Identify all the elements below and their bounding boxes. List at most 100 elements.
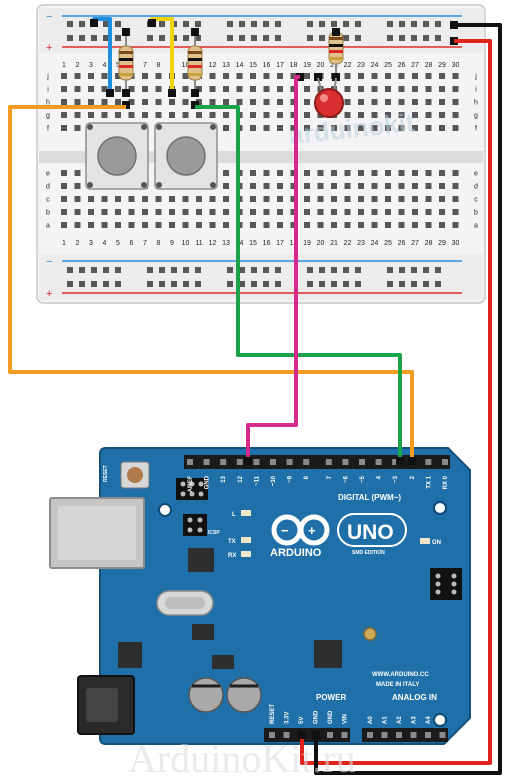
breadboard-hole bbox=[290, 196, 297, 202]
rail-hole bbox=[251, 281, 257, 287]
breadboard-hole bbox=[236, 73, 243, 79]
breadboard-hole bbox=[88, 112, 94, 118]
breadboard-hole bbox=[61, 183, 67, 189]
breadboard-hole bbox=[74, 112, 81, 118]
breadboard-hole bbox=[358, 170, 364, 176]
rail-hole bbox=[195, 267, 201, 273]
column-label-bottom: 5 bbox=[116, 240, 120, 247]
breadboard-hole bbox=[277, 86, 283, 92]
breadboard-hole bbox=[317, 125, 324, 131]
breadboard-hole bbox=[209, 112, 216, 118]
breadboard-hole bbox=[304, 222, 310, 228]
column-label-bottom: 18 bbox=[290, 240, 298, 247]
breadboard-hole bbox=[439, 183, 445, 189]
breadboard-hole bbox=[74, 86, 81, 92]
breadboard-hole bbox=[128, 86, 135, 92]
column-label-top: 27 bbox=[411, 62, 419, 69]
rail-hole bbox=[147, 267, 153, 273]
rail-hole bbox=[343, 21, 349, 27]
bottom-rail-plus-left: + bbox=[46, 288, 52, 300]
digital-pin-socket bbox=[187, 459, 193, 465]
column-label-top: 14 bbox=[236, 62, 244, 69]
breadboard-hole bbox=[277, 112, 283, 118]
breadboard-hole bbox=[439, 112, 445, 118]
column-label-bottom: 23 bbox=[357, 240, 365, 247]
rail-hole bbox=[411, 35, 417, 41]
rail-hole bbox=[239, 281, 245, 287]
breadboard-hole bbox=[263, 86, 270, 92]
breadboard-hole bbox=[196, 222, 202, 228]
rail-hole bbox=[195, 281, 201, 287]
breadboard-hole bbox=[385, 86, 391, 92]
rail-hole bbox=[307, 35, 313, 41]
breadboard-hole bbox=[155, 196, 162, 202]
breadboard-hole bbox=[290, 209, 297, 215]
rail-hole bbox=[355, 35, 361, 41]
rail-hole bbox=[79, 21, 85, 27]
led-label-rx: RX bbox=[228, 553, 236, 559]
breadboard-hole bbox=[412, 196, 418, 202]
breadboard-hole bbox=[290, 125, 297, 131]
resistor-2 bbox=[187, 32, 203, 95]
digital-pin-socket bbox=[236, 459, 243, 465]
rail-hole bbox=[159, 21, 165, 27]
breadboard-hole bbox=[182, 99, 189, 105]
breadboard-hole bbox=[344, 99, 351, 105]
digital-pin-label: ~3 bbox=[393, 475, 399, 483]
rail-hole bbox=[239, 21, 245, 27]
column-label-bottom: 26 bbox=[398, 240, 406, 247]
breadboard-hole bbox=[182, 209, 189, 215]
breadboard-hole bbox=[74, 183, 81, 189]
breadboard-hole bbox=[385, 99, 391, 105]
breadboard-hole bbox=[250, 86, 256, 92]
rail-hole bbox=[355, 267, 361, 273]
breadboard-hole bbox=[223, 86, 229, 92]
breadboard-hole bbox=[88, 222, 94, 228]
breadboard-hole bbox=[263, 196, 270, 202]
breadboard-hole bbox=[439, 170, 445, 176]
arduino-logo-text: ARDUINO bbox=[270, 547, 322, 559]
rail-hole bbox=[67, 281, 73, 287]
breadboard-hole bbox=[331, 170, 337, 176]
column-label-bottom: 28 bbox=[425, 240, 433, 247]
column-label-bottom: 1 bbox=[62, 240, 66, 247]
wire-green bbox=[195, 105, 402, 461]
breadboard-hole bbox=[331, 125, 337, 131]
column-label-top: 12 bbox=[209, 62, 217, 69]
breadboard-hole bbox=[182, 86, 189, 92]
uno-badge bbox=[337, 513, 407, 547]
breadboard-hole bbox=[277, 196, 283, 202]
breadboard-hole bbox=[439, 125, 445, 131]
breadboard-hole bbox=[344, 73, 351, 79]
breadboard-hole bbox=[128, 99, 135, 105]
resistor-3 bbox=[328, 31, 344, 78]
rail-hole bbox=[331, 281, 337, 287]
breadboard-hole bbox=[74, 196, 81, 202]
column-label-top: 4 bbox=[103, 62, 107, 69]
rail-hole bbox=[399, 267, 405, 273]
on-label: ON bbox=[432, 540, 441, 546]
push-button-left-cap bbox=[97, 136, 137, 176]
breadboard-hole bbox=[452, 196, 459, 202]
column-label-top: 18 bbox=[290, 62, 298, 69]
breadboard-hole bbox=[250, 99, 256, 105]
rail-hole bbox=[91, 267, 97, 273]
breadboard-hole bbox=[223, 170, 229, 176]
breadboard-hole bbox=[412, 209, 418, 215]
breadboard-hole bbox=[61, 196, 67, 202]
rail-hole bbox=[263, 35, 269, 41]
row-label-right: d bbox=[474, 184, 478, 191]
breadboard-hole bbox=[371, 196, 378, 202]
breadboard-hole bbox=[371, 112, 378, 118]
breadboard-hole bbox=[371, 170, 378, 176]
breadboard-hole bbox=[101, 222, 108, 228]
rail-hole bbox=[399, 35, 405, 41]
column-label-top: 16 bbox=[263, 62, 271, 69]
breadboard-hole bbox=[155, 222, 162, 228]
rail-hole bbox=[103, 35, 109, 41]
row-label-left: d bbox=[46, 184, 50, 191]
breadboard-hole bbox=[277, 125, 283, 131]
rail-hole bbox=[275, 267, 281, 273]
breadboard-hole bbox=[277, 222, 283, 228]
column-label-top: 5 bbox=[116, 62, 120, 69]
